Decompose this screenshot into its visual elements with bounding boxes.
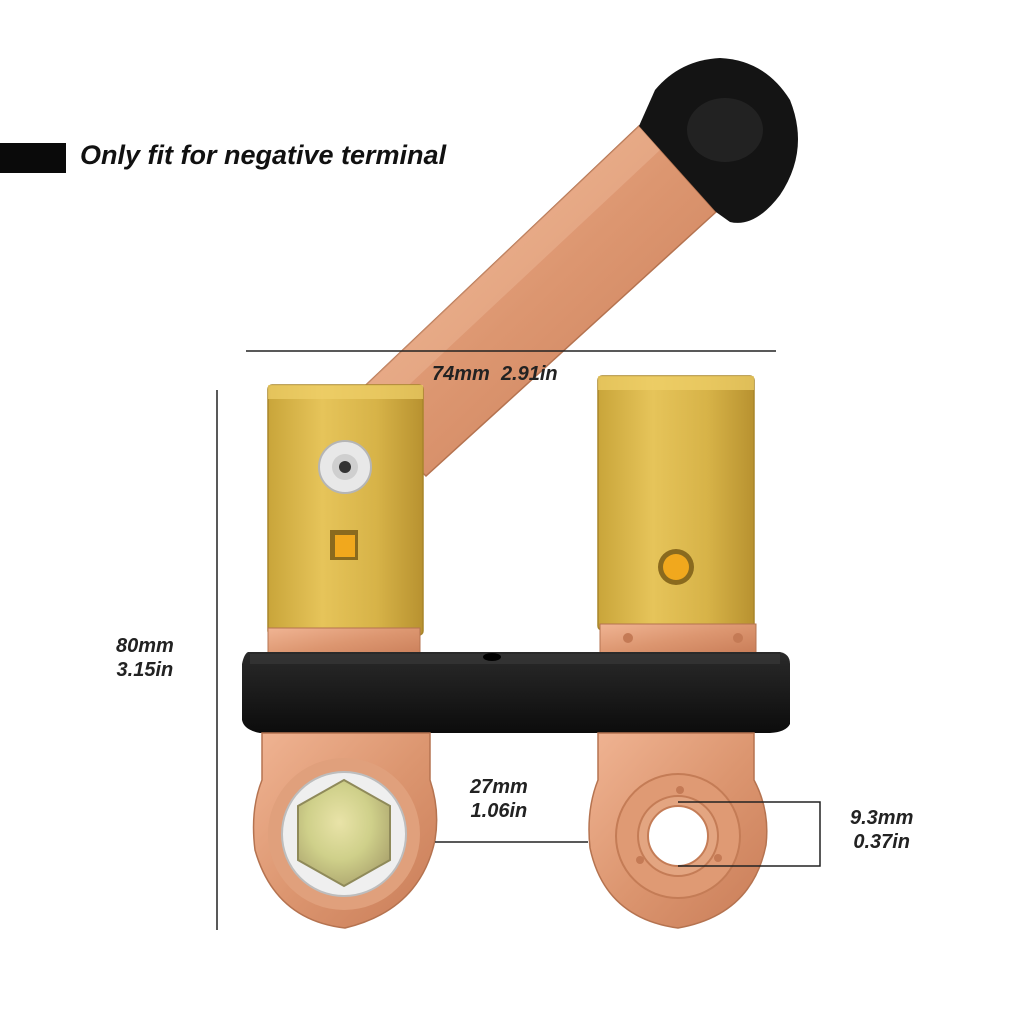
spacing-mm: 27mm <box>470 776 528 798</box>
switch-handle <box>346 58 798 478</box>
height-dimension-label: 80mm 3.15in <box>116 634 174 682</box>
right-terminal-lug <box>588 732 768 929</box>
spacing-dimension-label: 27mm 1.06in <box>470 775 528 823</box>
banner-marker <box>0 143 66 173</box>
width-in: 2.91in <box>500 363 558 385</box>
hole-mm: 9.3mm <box>850 807 914 829</box>
hole-dimension-line <box>678 801 821 867</box>
width-dimension-label: 74mm 2.91in <box>432 362 558 386</box>
plastic-base <box>242 652 790 733</box>
hole-in: 0.37in <box>853 831 911 853</box>
right-brass-clip <box>597 375 755 631</box>
left-terminal-lug <box>252 732 438 929</box>
height-in: 3.15in <box>116 659 174 681</box>
width-mm: 74mm <box>432 363 490 385</box>
hex-bolt <box>297 778 391 888</box>
hole-dimension-label: 9.3mm 0.37in <box>850 806 913 854</box>
spacing-in: 1.06in <box>470 800 528 822</box>
left-brass-clip <box>267 384 424 636</box>
dimension-lines <box>216 350 821 930</box>
height-mm: 80mm <box>116 635 174 657</box>
terminal-hole <box>647 805 709 867</box>
banner-text: Only fit for negative terminal <box>80 140 447 170</box>
